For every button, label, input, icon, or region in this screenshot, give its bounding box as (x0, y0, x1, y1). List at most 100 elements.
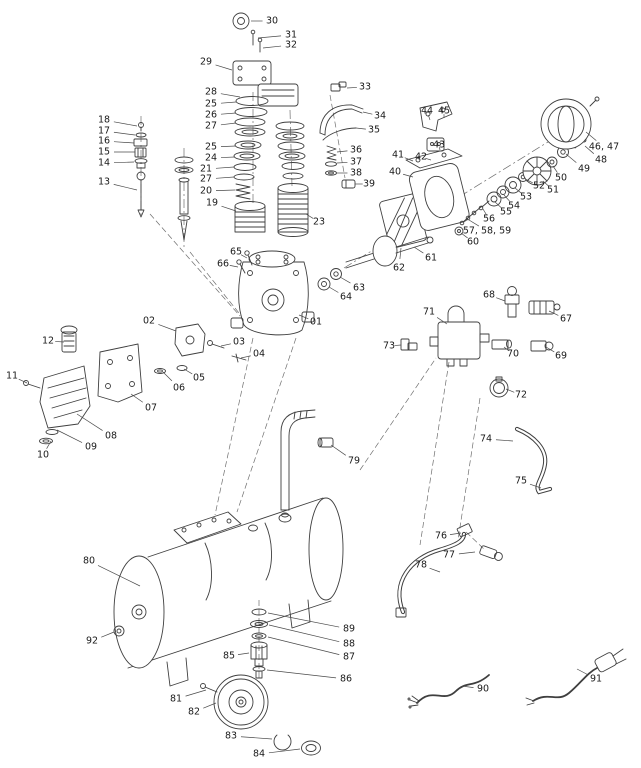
part-label-87: 87 (343, 652, 355, 663)
breather-stack (174, 156, 194, 241)
part-label-71: 71 (423, 307, 435, 318)
tank-handle (280, 409, 334, 511)
part-label-83: 83 (225, 731, 237, 742)
part-label-10: 10 (37, 450, 49, 461)
leader-line-07 (130, 393, 144, 403)
leader-line-83 (240, 736, 273, 740)
part-label-86: 86 (340, 674, 352, 685)
leader-line-35 (355, 127, 366, 130)
part-label-64: 64 (340, 292, 352, 303)
part-label-60: 60 (467, 237, 479, 248)
leader-line-36 (336, 150, 348, 153)
leader-line-64 (328, 286, 339, 293)
leader-line-25 (220, 145, 237, 147)
leader-line-19 (221, 205, 237, 212)
leader-line-27 (220, 122, 237, 126)
part-label-26: 26 (205, 110, 217, 121)
part-label-66: 66 (217, 259, 229, 270)
leader-line-54 (503, 194, 510, 202)
leader-line-46-47 (585, 131, 597, 141)
leader-line-89 (267, 612, 340, 628)
leader-line-77 (458, 551, 476, 555)
leader-line-06 (162, 371, 173, 382)
leader-line-66 (229, 265, 239, 268)
leader-line-75 (529, 483, 542, 489)
part-label-42: 42 (415, 152, 427, 163)
leader-line-33 (346, 87, 357, 89)
leader-line-84 (268, 748, 301, 754)
part-label-53: 53 (520, 192, 532, 203)
leader-line-63 (339, 276, 351, 284)
leader-line-27 (215, 176, 235, 179)
part-label-88: 88 (343, 639, 355, 650)
leader-line-56 (482, 208, 487, 215)
leader-line-86 (266, 669, 337, 679)
part-label-46-47: 46, 47 (589, 142, 619, 153)
part-label-09: 09 (85, 442, 97, 453)
leader-line-74 (495, 439, 514, 442)
part-label-12: 12 (42, 336, 54, 347)
leader-line-65 (240, 254, 248, 259)
leader-line-69 (545, 346, 555, 353)
leader-lines (18, 20, 597, 754)
part-label-08: 08 (105, 431, 117, 442)
part-label-37: 37 (350, 157, 362, 168)
leader-line-61 (413, 246, 424, 254)
part-label-27: 27 (205, 121, 217, 132)
hoses (395, 426, 553, 618)
wheel-assembly (200, 674, 321, 756)
leader-line-87 (267, 636, 340, 655)
leader-line-34 (362, 111, 373, 115)
leader-line-32 (262, 45, 282, 49)
part-label-21: 21 (200, 164, 212, 175)
part-label-85: 85 (223, 651, 235, 662)
leader-line-82 (203, 702, 217, 709)
part-label-74: 74 (480, 434, 492, 445)
leader-line-23 (305, 213, 314, 219)
part-label-28: 28 (205, 87, 217, 98)
part-label-80: 80 (83, 556, 95, 567)
part-label-03: 03 (233, 337, 245, 348)
part-label-92: 92 (86, 636, 98, 647)
leader-line-05 (183, 368, 193, 375)
part-label-41: 41 (392, 150, 404, 161)
part-label-31: 31 (285, 30, 297, 41)
leader-line-41 (404, 157, 414, 162)
part-label-40: 40 (389, 167, 401, 178)
leader-line-90 (461, 685, 474, 688)
part-label-16: 16 (98, 136, 110, 147)
leader-line-29 (215, 64, 233, 71)
part-label-50: 50 (555, 173, 567, 184)
pump-crankcase (230, 250, 315, 336)
leader-line-18 (113, 121, 138, 127)
part-label-11: 11 (6, 371, 18, 382)
leader-line-20 (215, 189, 236, 192)
part-label-76: 76 (435, 531, 447, 542)
intake-tube-parts (319, 81, 364, 189)
part-label-90: 90 (477, 684, 489, 695)
part-label-51: 51 (547, 185, 559, 196)
leader-line-01 (298, 314, 309, 320)
part-label-01: 01 (310, 317, 322, 328)
leader-line-13 (113, 184, 138, 191)
part-label-67: 67 (560, 314, 572, 325)
part-label-56: 56 (483, 214, 495, 225)
part-label-29: 29 (200, 57, 212, 68)
leader-line-68 (496, 297, 506, 302)
part-label-32: 32 (285, 40, 297, 51)
part-label-33: 33 (359, 82, 371, 93)
part-label-73: 73 (383, 341, 395, 352)
part-label-07: 07 (145, 403, 157, 414)
part-label-44: 44 (421, 106, 433, 117)
leader-line-09 (56, 429, 83, 443)
part-label-91: 91 (590, 674, 602, 685)
part-label-49: 49 (578, 164, 590, 175)
part-label-81: 81 (170, 694, 182, 705)
part-label-70: 70 (507, 349, 519, 360)
part-label-27: 27 (200, 174, 212, 185)
leader-line-72 (505, 388, 515, 393)
part-label-63: 63 (353, 283, 365, 294)
leader-line-57-58-59 (468, 219, 480, 227)
leader-line-76 (449, 532, 462, 535)
part-label-68: 68 (483, 290, 495, 301)
